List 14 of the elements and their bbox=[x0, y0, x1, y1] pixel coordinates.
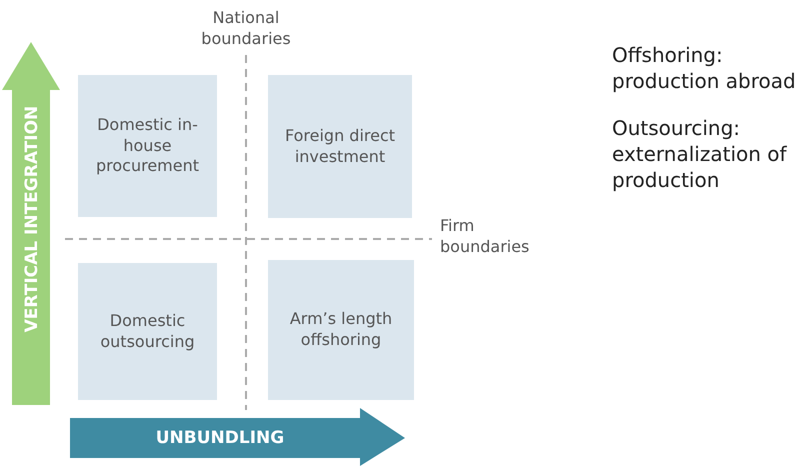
boundary-label: Firm boundaries bbox=[440, 216, 530, 258]
quadrant-label: Domestic outsourcing bbox=[99, 310, 196, 352]
boundary-label: National boundaries bbox=[200, 8, 292, 50]
quadrant-box bbox=[78, 263, 217, 400]
quadrant-box bbox=[268, 260, 414, 400]
quadrant-box bbox=[268, 75, 412, 218]
quadrant-label: Foreign direct investment bbox=[284, 126, 396, 168]
axis-label: VERTICAL INTEGRATION bbox=[20, 104, 43, 334]
axis-label: UNBUNDLING bbox=[154, 427, 286, 450]
quadrant-label: Domestic in-house procurement bbox=[94, 114, 200, 178]
quadrant-box bbox=[78, 75, 217, 217]
note-text: Outsourcing: externalization of production bbox=[612, 115, 788, 193]
quadrant-label: Arm’s length offshoring bbox=[288, 309, 394, 351]
note-text: Offshoring: production abroad bbox=[612, 42, 797, 94]
